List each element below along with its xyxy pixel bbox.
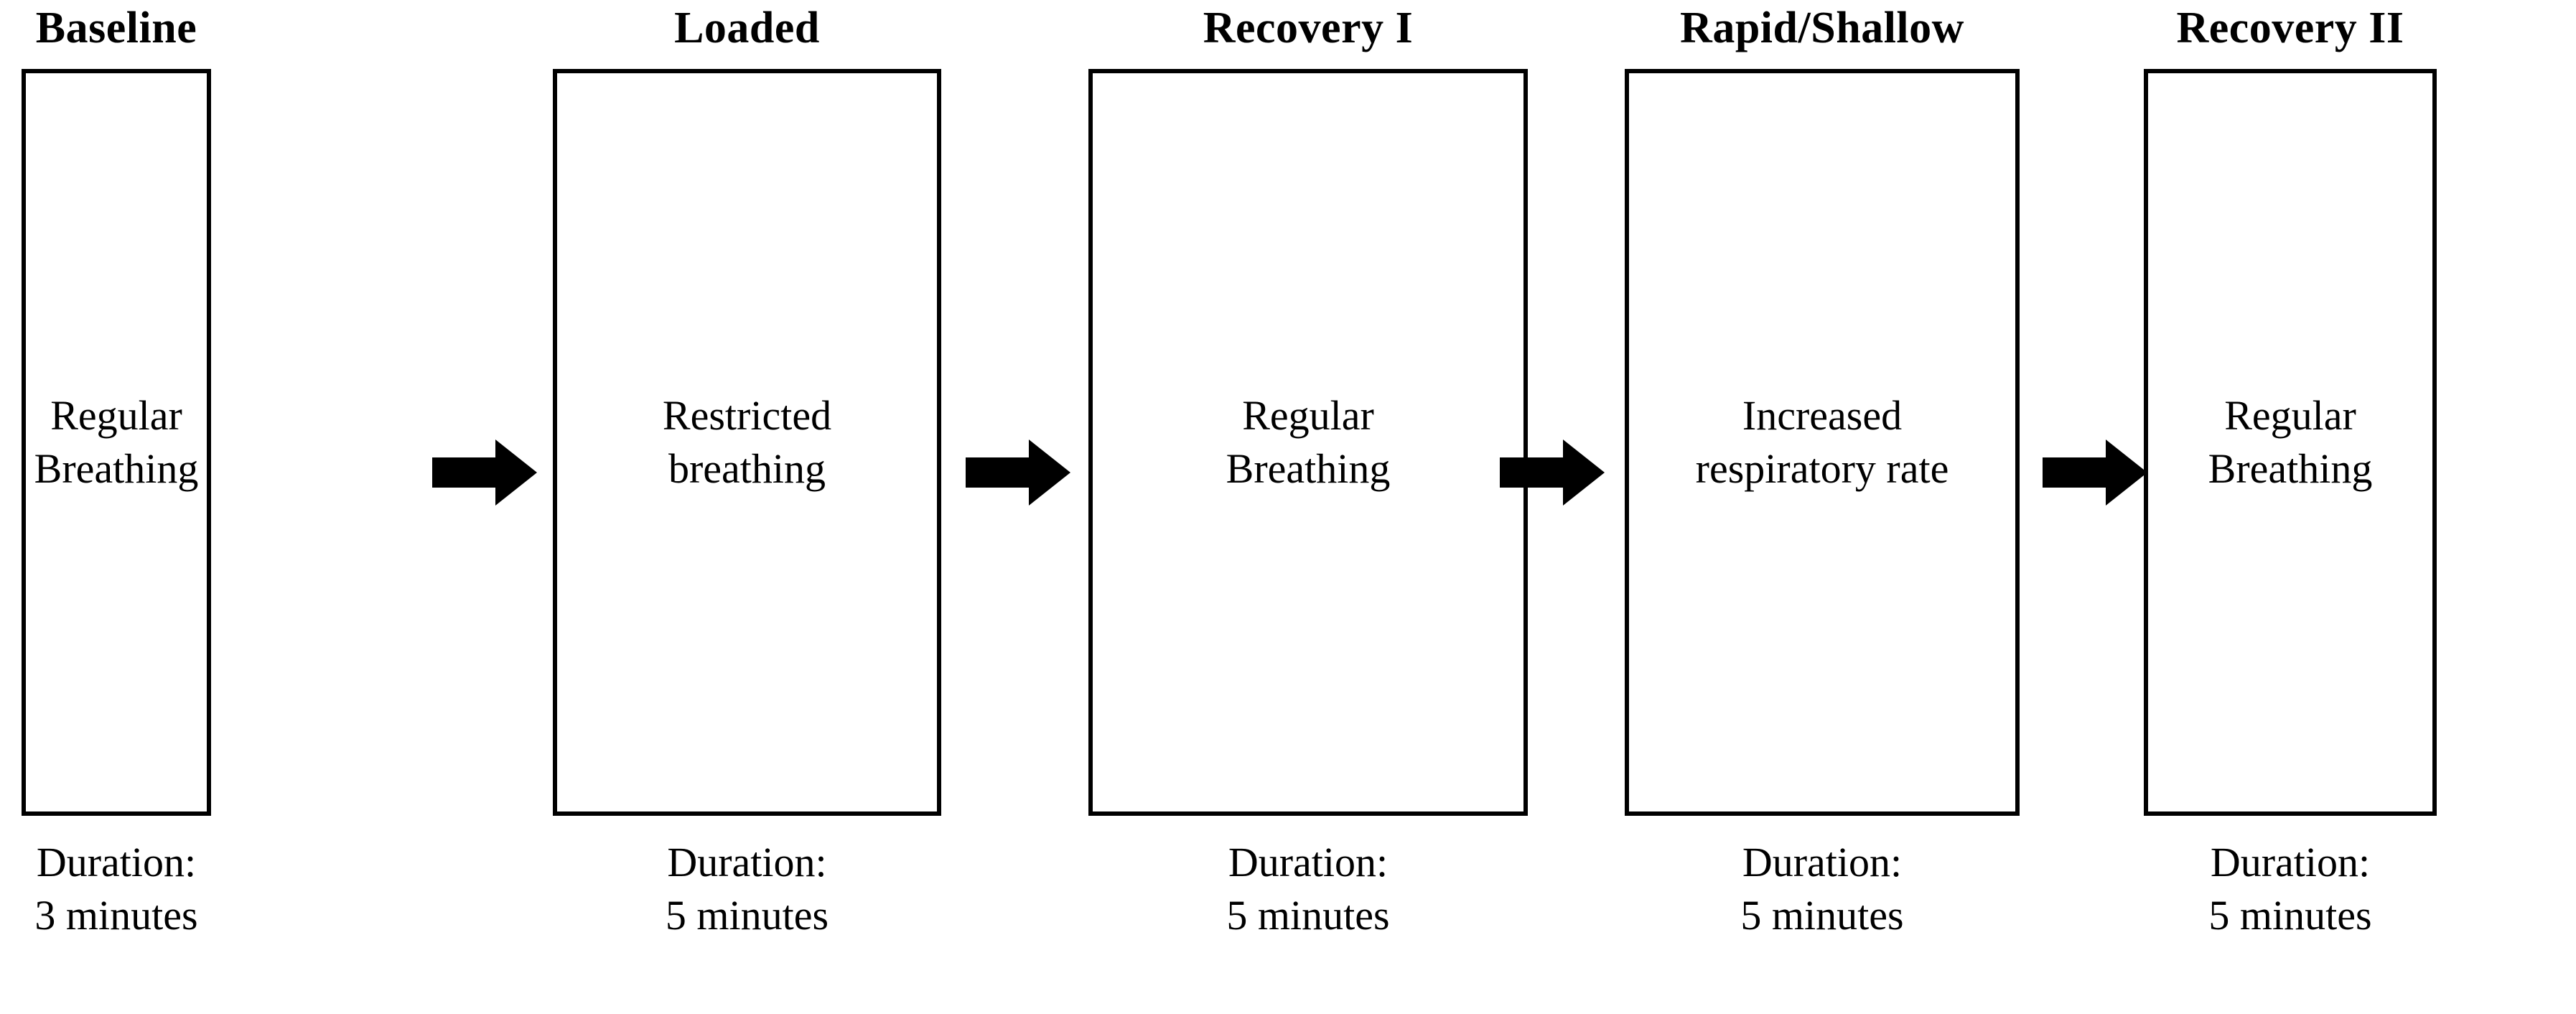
stage-duration-rapid-shallow: Duration: 5 minutes (1740, 839, 1904, 939)
stage-box-rapid-shallow: Increased respiratory rate (1625, 69, 2020, 816)
stage-recovery-i: Recovery I Regular Breathing Duration: 5… (1088, 0, 1528, 1014)
stage-box-label-recovery-i: Regular Breathing (1226, 391, 1391, 492)
stage-box-loaded: Restricted breathing (553, 69, 941, 816)
stage-box-recovery-i: Regular Breathing (1088, 69, 1528, 816)
stage-duration-recovery-ii: Duration: 5 minutes (2208, 839, 2372, 939)
right-arrow-icon (432, 439, 537, 506)
stage-duration-loaded: Duration: 5 minutes (665, 839, 829, 939)
stage-title-loaded: Loaded (674, 4, 820, 52)
stage-baseline: Baseline Regular Breathing Duration: 3 m… (22, 0, 211, 1014)
stage-box-label-recovery-ii: Regular Breathing (2208, 391, 2373, 492)
stage-duration-baseline: Duration: 3 minutes (34, 839, 198, 939)
stage-duration-recovery-i: Duration: 5 minutes (1226, 839, 1390, 939)
stage-title-recovery-i: Recovery I (1203, 4, 1414, 52)
stage-title-baseline: Baseline (35, 4, 197, 52)
stage-box-label-loaded: Restricted breathing (662, 391, 832, 492)
stage-title-recovery-ii: Recovery II (2176, 4, 2404, 52)
stage-title-rapid-shallow: Rapid/Shallow (1680, 4, 1964, 52)
right-arrow-icon (2043, 439, 2147, 506)
stage-box-label-baseline: Regular Breathing (34, 391, 199, 492)
stage-rapid-shallow: Rapid/Shallow Increased respiratory rate… (1625, 0, 2020, 1014)
stage-box-label-rapid-shallow: Increased respiratory rate (1695, 391, 1949, 492)
stage-box-baseline: Regular Breathing (22, 69, 211, 816)
stage-recovery-ii: Recovery II Regular Breathing Duration: … (2144, 0, 2437, 1014)
right-arrow-icon (1500, 439, 1605, 506)
right-arrow-icon (966, 439, 1070, 506)
stage-box-recovery-ii: Regular Breathing (2144, 69, 2437, 816)
stage-loaded: Loaded Restricted breathing Duration: 5 … (553, 0, 941, 1014)
